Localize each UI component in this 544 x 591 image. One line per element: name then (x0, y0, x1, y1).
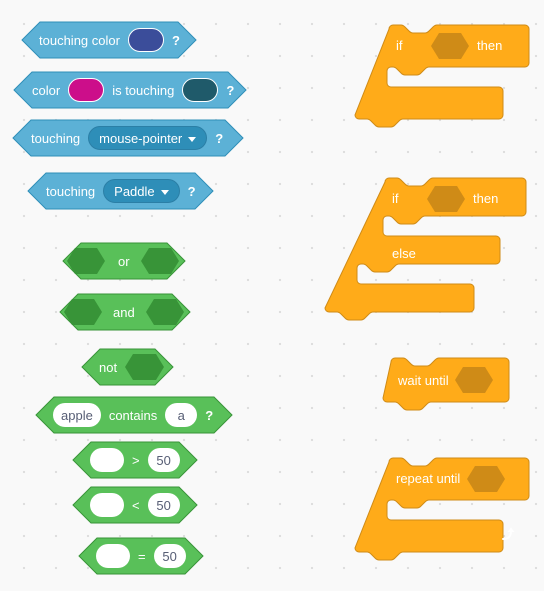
less-than-operator: < (132, 497, 140, 513)
else-label: else (392, 246, 416, 261)
touching-mouse-pointer-block[interactable]: touching mouse-pointer ? (12, 119, 244, 157)
greater-than-operator: > (132, 452, 140, 468)
if-then-block-shape (354, 24, 530, 128)
wait-condition-slot (455, 367, 493, 393)
touching-object-value: mouse-pointer (99, 130, 183, 146)
if-then-block[interactable]: if then (354, 24, 530, 128)
then-label: then (473, 191, 499, 206)
and-block[interactable]: and (59, 293, 191, 331)
touching-color-swatch[interactable] (127, 28, 164, 52)
touching-paddle-block[interactable]: touching Paddle ? (27, 172, 214, 210)
repeat-until-block[interactable]: repeat until (354, 457, 530, 561)
if-condition-slot (431, 33, 469, 59)
contains-right-input[interactable]: a (165, 403, 198, 427)
color-swatch-teal[interactable] (182, 78, 219, 102)
touching-color-question: ? (171, 32, 180, 48)
not-label: not (99, 359, 118, 375)
wait-until-block[interactable]: wait until (382, 357, 510, 411)
if-else-block-shape (324, 177, 527, 321)
repeat-until-block-shape (354, 457, 530, 561)
boolean-slot-left (64, 299, 102, 325)
wait-until-label: wait until (398, 373, 449, 388)
touching-color-label: touching color (39, 32, 120, 48)
then-label: then (477, 38, 503, 53)
contains-label: contains (108, 407, 158, 423)
color-label: color (32, 82, 61, 98)
touching-label: touching (46, 183, 96, 199)
chevron-down-icon (160, 189, 169, 195)
less-than-block[interactable]: < 50 (72, 486, 198, 524)
if-label: if (392, 191, 399, 206)
touching-mouse-question: ? (215, 130, 224, 146)
boolean-slot-left (67, 248, 105, 274)
touching-color-block[interactable]: touching color ? (21, 21, 197, 59)
wait-until-block-shape (382, 357, 510, 411)
if-label: if (396, 38, 403, 53)
touching-object-dropdown[interactable]: mouse-pointer (88, 126, 208, 150)
if-else-block[interactable]: if then else (324, 177, 527, 321)
touching-object-dropdown[interactable]: Paddle (103, 179, 180, 203)
equals-block[interactable]: = 50 (78, 537, 204, 575)
loop-arrow-icon (502, 527, 515, 540)
or-block[interactable]: or (62, 242, 186, 280)
boolean-slot-right (141, 248, 179, 274)
color-swatch-magenta[interactable] (68, 78, 105, 102)
greater-than-left-input[interactable] (90, 448, 124, 472)
not-block[interactable]: not (81, 348, 174, 386)
equals-left-input[interactable] (96, 544, 130, 568)
greater-than-right-input[interactable]: 50 (147, 448, 180, 472)
or-block-shape (62, 242, 186, 280)
boolean-slot (125, 354, 164, 380)
color-touching-question: ? (226, 82, 235, 98)
not-block-shape (81, 348, 174, 386)
repeat-until-label: repeat until (396, 471, 461, 486)
touching-object-value: Paddle (114, 183, 155, 199)
equals-operator: = (138, 548, 146, 564)
contains-left-input[interactable]: apple (53, 403, 101, 427)
and-block-shape (59, 293, 191, 331)
color-is-touching-block[interactable]: color is touching ? (13, 71, 247, 109)
repeat-condition-slot (467, 466, 505, 492)
touching-label: touching (31, 130, 81, 146)
boolean-slot-right (146, 299, 184, 325)
equals-right-input[interactable]: 50 (153, 544, 186, 568)
contains-block[interactable]: apple contains a ? (35, 396, 233, 434)
touching-paddle-question: ? (187, 183, 196, 199)
contains-question: ? (205, 407, 214, 423)
or-label: or (118, 253, 130, 269)
less-than-left-input[interactable] (90, 493, 124, 517)
and-label: and (113, 304, 135, 320)
greater-than-block[interactable]: > 50 (72, 441, 198, 479)
less-than-right-input[interactable]: 50 (147, 493, 180, 517)
chevron-down-icon (188, 136, 197, 142)
is-touching-label: is touching (112, 82, 175, 98)
if-condition-slot (427, 186, 465, 212)
